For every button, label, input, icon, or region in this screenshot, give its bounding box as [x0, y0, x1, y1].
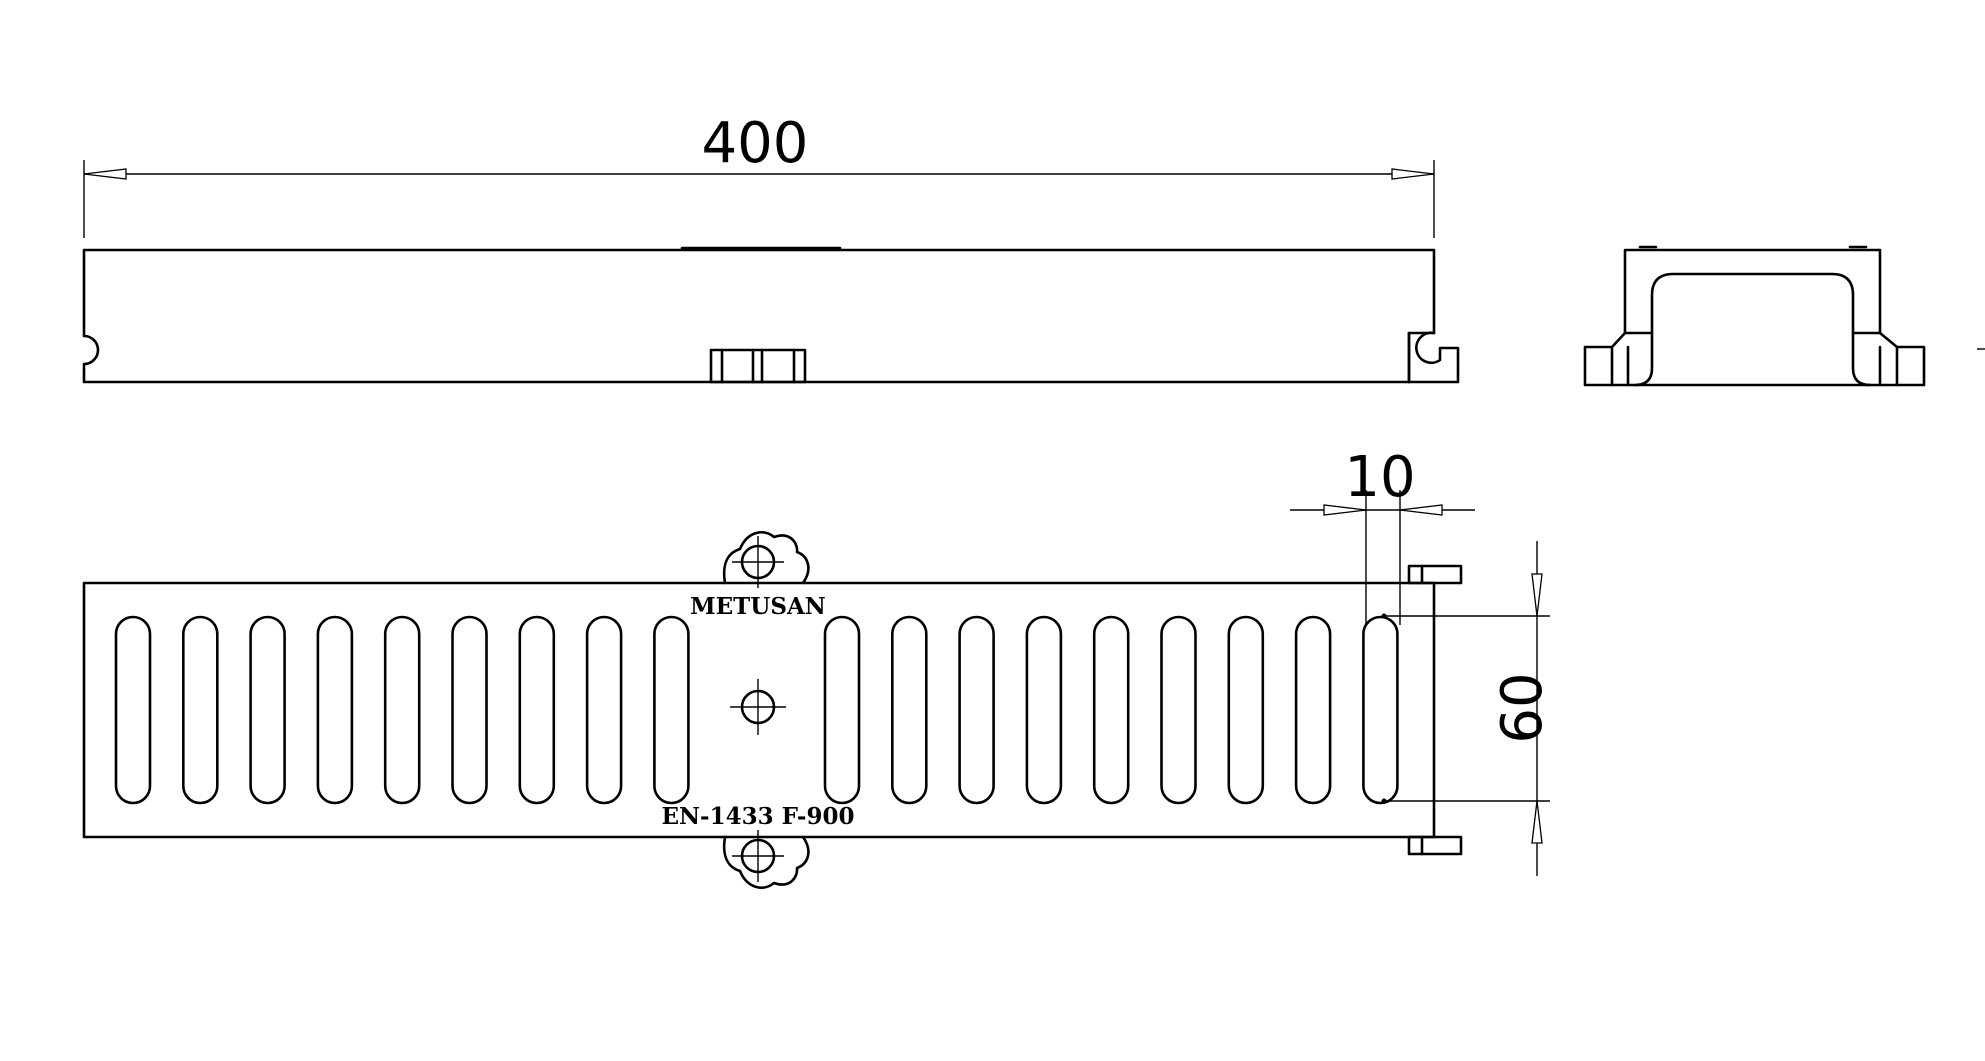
drainage-slot-4	[316, 615, 354, 805]
drainage-slot-18	[1362, 615, 1399, 805]
top-bolt-ear	[722, 531, 810, 585]
manufacturer-marking: METUSAN	[690, 593, 826, 620]
slot-pitch-label: 10	[1344, 445, 1415, 510]
plan-view: METUSAN EN-1433 F-900	[82, 531, 1463, 889]
drainage-slots	[114, 615, 1399, 805]
drainage-slot-8	[585, 615, 623, 805]
end-section-view	[1583, 245, 1985, 387]
drainage-slot-2	[182, 615, 219, 805]
drainage-slot-6	[451, 615, 488, 805]
drainage-slot-11	[890, 615, 928, 805]
grating-outline	[82, 581, 1436, 839]
drainage-slot-5	[383, 615, 421, 805]
length-dimension-label: 400	[702, 111, 809, 176]
bottom-bolt-ear	[722, 835, 810, 889]
drainage-slot-1	[114, 615, 152, 805]
drainage-slot-13	[1025, 615, 1063, 805]
slot-length-dimension: 60	[1381, 541, 1555, 876]
drainage-slot-16	[1227, 615, 1265, 805]
bolt-hole-top	[732, 536, 784, 588]
length-dimension: 400	[83, 111, 1435, 238]
drainage-slot-7	[518, 615, 556, 805]
slot-pitch-dimension: 10	[1290, 445, 1475, 625]
drainage-slot-15	[1160, 615, 1197, 805]
drainage-slot-14	[1092, 615, 1130, 805]
side-elevation-view	[82, 246, 1460, 384]
bolt-hole-center	[730, 679, 786, 735]
slot-length-label: 60	[1490, 672, 1555, 743]
drainage-slot-12	[958, 615, 995, 805]
standard-marking: EN-1433 F-900	[662, 803, 855, 830]
bolt-hole-bottom	[732, 830, 784, 882]
drainage-slot-9	[653, 615, 690, 805]
drainage-slot-17	[1294, 615, 1332, 805]
drainage-slot-10	[823, 615, 861, 805]
drainage-slot-3	[249, 615, 286, 805]
